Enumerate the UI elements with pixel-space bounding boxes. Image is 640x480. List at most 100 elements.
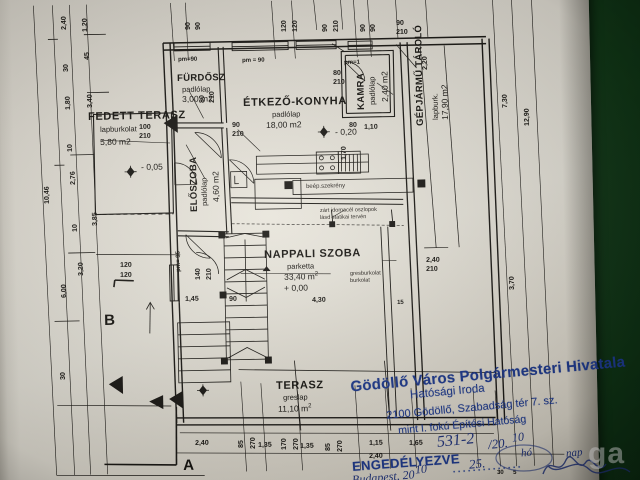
room-name-furdoszoba: FÜRDŐSZ xyxy=(176,72,226,84)
opening-dim-h-1: 90 xyxy=(194,22,202,30)
watermark-logo: ga xyxy=(588,437,626,470)
dim-left-room-4: 3,85 xyxy=(91,212,99,226)
dim-bottom-small-1: 85 xyxy=(237,440,245,448)
door-dim-h-3: 210 xyxy=(208,91,216,103)
dim-left-inner-1: 2,40 xyxy=(60,16,68,30)
dim-interior-170: 1,70 xyxy=(340,146,348,160)
dim-right-outer: 12,90 xyxy=(523,108,531,126)
dim-interior-240: 2,40 xyxy=(426,256,440,264)
dim-bottom-small-6: 270 xyxy=(336,440,344,452)
parapet-label-2: pm = 90 xyxy=(242,57,265,64)
dim-right-inner-1: 2,20 xyxy=(421,56,429,70)
dim-bottom-small-5: 85 xyxy=(324,443,332,451)
parapet-label-1: pm=90 xyxy=(178,56,198,63)
signature-scribble xyxy=(542,456,631,475)
dim-bottom-2: 1,35 xyxy=(258,441,272,449)
room-finish-eloszoba: padlólap xyxy=(199,177,209,207)
room-level-nappali-szoba: + 0,00 xyxy=(283,282,309,293)
dim-left-room-2: 45 xyxy=(83,52,91,60)
dim-bottom-3: 1,35 xyxy=(300,442,314,450)
dim-left-outer: 10,46 xyxy=(43,186,51,204)
room-finish-gepjarmu-tarolo: lapburk. xyxy=(430,93,440,121)
opening-dim-h-3: 210 xyxy=(332,20,340,32)
room-area-terasz: 11,10 m2 xyxy=(277,403,312,414)
room-area-eloszoba: 4,60 m2 xyxy=(210,171,221,203)
room-name-fedett-terasz: FEDETT TERASZ xyxy=(87,109,186,123)
handwriting-month: 10 xyxy=(414,461,428,477)
opening-dim-w-1: 90 xyxy=(184,22,192,30)
opening-dim-w-2: 120 xyxy=(280,20,288,32)
door-dim-w-4: 140 xyxy=(194,268,202,280)
note-floor-finish-2: burkolat xyxy=(349,277,370,284)
note-columns-line2: lásd statikai tervén xyxy=(319,214,367,221)
room-area-nappali-szoba: 33,40 m2 xyxy=(283,271,319,282)
dim-left-lower-1: 6,00 xyxy=(60,284,68,298)
dim-left-inner-3: 1,80 xyxy=(64,96,72,110)
door-dim-w-3: 80 xyxy=(198,95,206,103)
room-area-value: 33,40 m xyxy=(283,271,315,282)
dim-stamp-115: 1,15 xyxy=(369,439,383,447)
room-area-etkezo-konyha: 18,00 m2 xyxy=(265,119,302,130)
dim-stamp-165: 1,65 xyxy=(409,439,423,447)
room-finish-etkezo-konyha: padlólap xyxy=(271,109,301,119)
dim-left-inner-4: 10 xyxy=(66,144,74,152)
note-builtin-cabinet: beép.szekrény xyxy=(306,183,346,190)
dim-interior-90: 90 xyxy=(229,295,237,303)
opening-dim-h-5: 210 xyxy=(396,28,408,36)
dim-interior-1-45: 1,45 xyxy=(185,295,199,303)
dim-stamp-240: 2,40 xyxy=(369,452,383,460)
dim-interior-15: 15 xyxy=(397,299,404,306)
dim-bottom-1: 2,40 xyxy=(195,439,209,447)
dim-bottom-small-2: 270 xyxy=(249,437,257,449)
dim-interior-120b: 120 xyxy=(120,271,132,279)
room-area-fedett-terasz: 5,80 m2 xyxy=(99,136,131,147)
dim-left-inner-6: 10 xyxy=(71,224,79,232)
dim-left-lower-2: 3,20 xyxy=(77,262,85,276)
door-dim-h-5: 210 xyxy=(333,78,345,86)
dim-kamra-80: 80 xyxy=(349,121,357,129)
dim-interior-210: 210 xyxy=(426,265,438,273)
dim-right-inner-3: 3,70 xyxy=(508,276,516,290)
door-dim-h-1: 210 xyxy=(139,132,151,140)
dim-interior-430: 4,30 xyxy=(312,296,326,304)
room-name-eloszoba: ELŐSZOBA xyxy=(187,156,200,213)
door-dim-h-2: 210 xyxy=(232,130,244,138)
room-area-gepjarmu-tarolo: 17,90 m2 xyxy=(439,84,450,121)
room-area-value: 11,10 m xyxy=(277,403,309,414)
room-name-gepjarmu-tarolo: GÉPJÁRMŰ TÁROLÓ xyxy=(413,24,426,127)
opening-dim-h-2: 120 xyxy=(291,20,299,32)
room-finish-nappali-szoba: parketta xyxy=(286,261,315,271)
room-name-nappali-szoba: NAPPALI SZOBA xyxy=(263,247,362,261)
dim-right-inner-2: 7,30 xyxy=(501,94,509,108)
handwriting-day: 25. xyxy=(468,455,486,472)
door-dim-w-2: 90 xyxy=(232,121,240,129)
dim-left-room-3: 3,40 xyxy=(86,94,94,108)
dim-interior-110: 1,10 xyxy=(364,123,378,131)
opening-dim-w-5: 90 xyxy=(396,19,404,27)
room-name-terasz: TERASZ xyxy=(275,379,324,392)
dim-interior-120a: 120 xyxy=(120,261,132,269)
dim-left-inner-2: 30 xyxy=(62,64,70,72)
opening-dim-h-4: 90 xyxy=(369,24,377,32)
room-level-fedett-terasz: - 0,05 xyxy=(140,161,163,172)
dim-left-inner-5: 2,76 xyxy=(69,171,77,185)
opening-dim-w-4: 90 xyxy=(359,24,367,32)
opening-dim-w-3: 90 xyxy=(321,24,329,32)
parapet-label-4: pm= 95 xyxy=(175,251,182,272)
note-floor-finish: gresburkolat xyxy=(349,270,381,277)
room-name-etkezo-konyha: ÉTKEZŐ-KONYHA xyxy=(242,95,347,109)
door-dim-h-4: 210 xyxy=(205,268,213,280)
section-mark-a: A xyxy=(182,456,195,474)
dim-left-room-1: 1,20 xyxy=(81,18,89,32)
room-area-kamra: 2,40 m2 xyxy=(379,71,390,103)
dim-bottom-small-3: 170 xyxy=(280,438,288,450)
dim-bottom-small-4: 270 xyxy=(292,438,300,450)
room-finish-terasz: greslap xyxy=(282,392,308,402)
room-area-superscript: 2 xyxy=(314,271,319,278)
dim-left-lower-3: 30 xyxy=(59,372,67,380)
room-name-kamra: KAMRA xyxy=(355,72,367,111)
room-area-superscript: 2 xyxy=(308,403,312,410)
